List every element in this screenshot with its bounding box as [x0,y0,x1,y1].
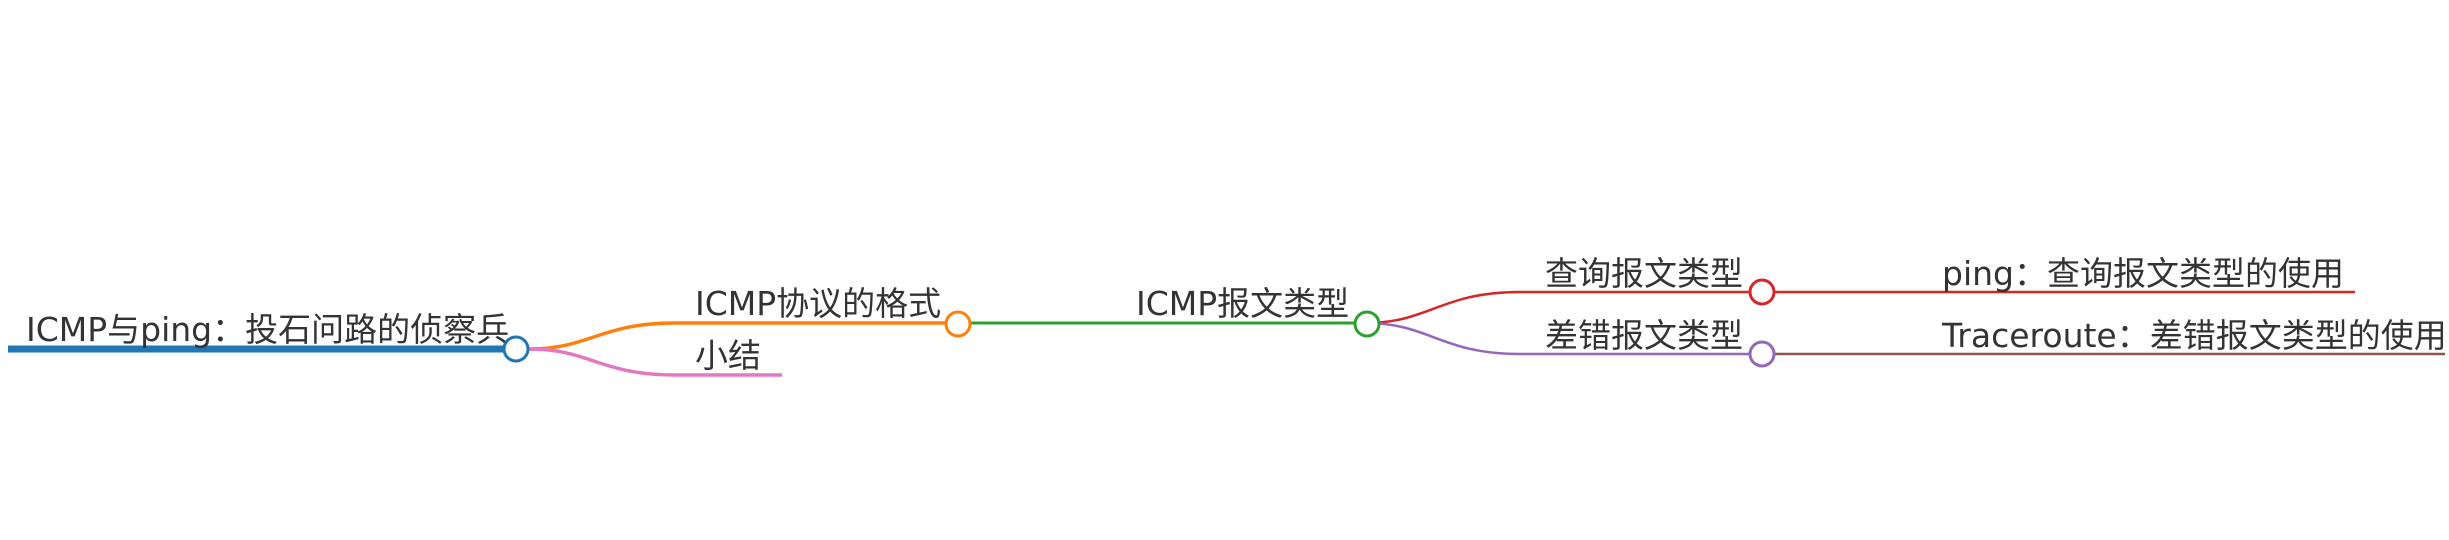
query-type-label: 查询报文类型 [1545,254,1743,293]
icmp-types-label: ICMP报文类型 [1136,284,1349,323]
root-label: ICMP与ping：投石问路的侦察兵 [26,310,509,349]
node-root[interactable]: ICMP与ping：投石问路的侦察兵 [8,310,513,353]
link-root-summary [528,347,782,377]
toggle-icmp-format[interactable] [944,310,972,338]
ping-label: ping：查询报文类型的使用 [1942,254,2344,293]
node-traceroute[interactable]: Traceroute：差错报文类型的使用 [1941,316,2447,355]
link-types-query [1364,290,1760,325]
error-type-label: 差错报文类型 [1545,316,1743,355]
icmp-format-label: ICMP协议的格式 [695,284,941,323]
node-icmp-types[interactable]: ICMP报文类型 [1136,284,1349,323]
node-error-type[interactable]: 差错报文类型 [1545,316,1743,355]
node-summary[interactable]: 小结 [695,336,761,375]
traceroute-label: Traceroute：差错报文类型的使用 [1941,316,2447,355]
node-icmp-format[interactable]: ICMP协议的格式 [695,284,941,323]
node-ping[interactable]: ping：查询报文类型的使用 [1942,254,2344,293]
summary-label: 小结 [695,336,761,375]
toggle-query-type[interactable] [1748,278,1776,306]
link-types-error [1364,321,1760,356]
link-root-format [528,321,956,351]
toggle-icmp-types[interactable] [1353,310,1381,338]
node-query-type[interactable]: 查询报文类型 [1545,254,1743,293]
toggle-root[interactable] [502,335,530,363]
toggle-error-type[interactable] [1748,340,1776,368]
